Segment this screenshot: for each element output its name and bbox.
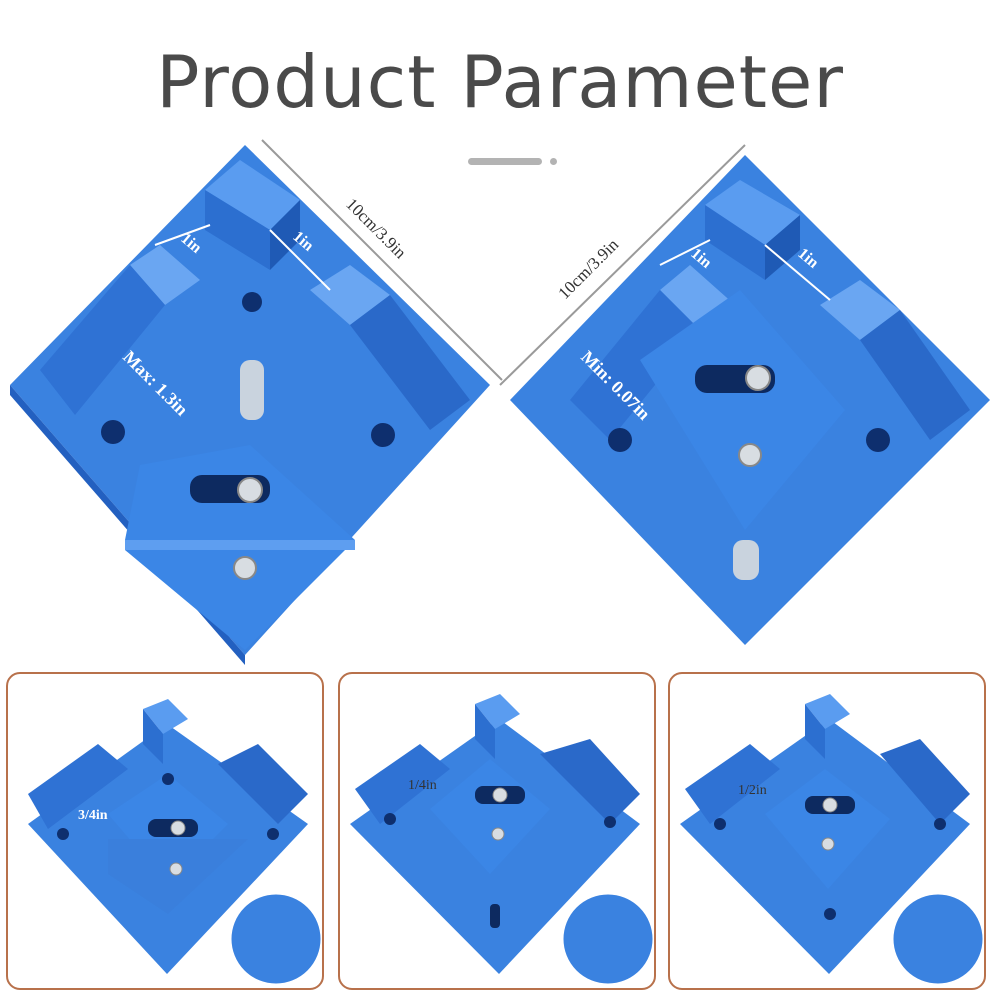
clamp-image-right: 1in 1in Min: 0.07in 10cm/3.9in <box>499 144 990 645</box>
clamp-example-image: 1/2in <box>680 694 984 987</box>
title-underline <box>468 158 542 165</box>
screw <box>745 365 771 391</box>
hole <box>866 428 890 452</box>
size-label: 3/4in <box>78 808 108 823</box>
hole <box>608 428 632 452</box>
clamp-example-image: 3/4in <box>28 699 322 987</box>
sliding-jaw <box>640 290 845 530</box>
screw <box>237 477 263 503</box>
screw <box>233 556 257 580</box>
title-underline-dot <box>550 158 557 165</box>
hole <box>371 423 395 447</box>
size-label: 1/2in <box>738 783 767 798</box>
example-panel-3-4in: 3/4in <box>6 672 324 990</box>
clamp-image-left: 1in 1in Max: 1.3in 10cm/3.9in <box>10 139 503 665</box>
example-panel-1-2in: 1/2in <box>668 672 986 990</box>
dimension-label: 10cm/3.9in <box>554 235 622 303</box>
clamp-example-image: 1/4in <box>350 694 654 987</box>
screw <box>738 443 762 467</box>
hole <box>242 292 262 312</box>
top-block <box>705 180 800 245</box>
top-block <box>205 160 300 230</box>
left-wall <box>130 245 200 305</box>
example-panel-1-4in: 1/4in <box>338 672 656 990</box>
hole <box>101 420 125 444</box>
page-title: Product Parameter <box>156 40 844 124</box>
size-label: 1/4in <box>408 778 437 793</box>
